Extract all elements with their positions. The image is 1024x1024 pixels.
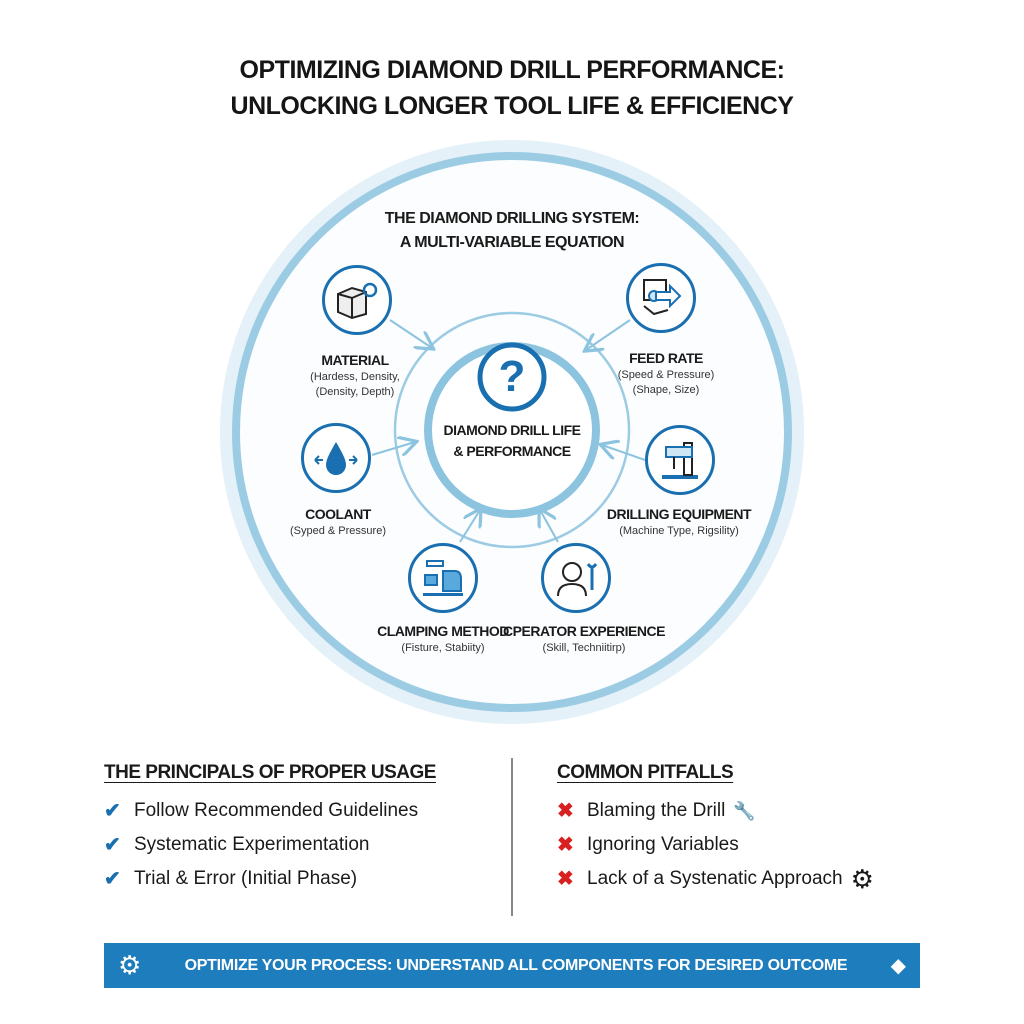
item-text: Ignoring Variables (587, 834, 739, 855)
item-text: Lack of a Systenatic Approach (587, 868, 843, 889)
material-cube-gear-icon (322, 265, 392, 335)
call-to-action-banner: ⚙ OPTIMIZE YOUR PROCESS: UNDERSTAND ALL … (104, 943, 920, 988)
system-line-1: THE DIAMOND DRILLING SYSTEM: (384, 210, 640, 227)
factor-material: MATERIAL (Hardess, Density, (Density, De… (245, 350, 465, 400)
gear-icon: ⚙ (118, 950, 142, 980)
factor-name: MATERIAL (321, 352, 389, 368)
pitfalls-heading-text: COMMON PITFALLS (557, 762, 734, 783)
pitfalls-section: COMMON PITFALLS ✖ Blaming the Drill 🔧 ✖ Ign… (557, 762, 937, 896)
center-line-1: DIAMOND DRILL LIFE (443, 422, 581, 438)
item-text: Follow Recommended Guidelines (134, 800, 419, 821)
list-item: ✔ Trial & Error (Initial Phase) (104, 862, 494, 896)
banner-text: OPTIMIZE YOUR PROCESS: UNDERSTAND ALL CO… (184, 956, 848, 974)
principles-heading-text: THE PRINCIPALS OF PROPER USAGE (104, 762, 436, 783)
arrows (371, 319, 646, 543)
list-item: ✔ Follow Recommended Guidelines (104, 794, 494, 828)
title-line-2: UNLOCKING LONGER TOOL LIFE & EFFICIENCY (230, 92, 794, 120)
diamond-icon: ◆ (890, 955, 906, 977)
list-item: ✔ Systematic Experimentation (104, 828, 494, 862)
water-drop-icon (301, 423, 371, 493)
factor-name: FEED RATE (629, 350, 703, 366)
section-divider (511, 758, 513, 916)
principles-heading: THE PRINCIPALS OF PROPER USAGE (104, 762, 494, 784)
item-text: Trial & Error (Initial Phase) (134, 868, 358, 889)
item-text: Systematic Experimentation (134, 834, 370, 855)
factor-name: DRILLING EQUIPMENT (606, 506, 752, 522)
pitfalls-heading: COMMON PITFALLS (557, 762, 937, 784)
check-icon: ✔ (104, 868, 121, 890)
middle-ring (393, 311, 631, 549)
center-label: DIAMOND DRILL LIFE & PERFORMANCE (412, 420, 612, 462)
drill-bit-icon: 🔧 (733, 801, 756, 821)
question-mark-icon: ? (498, 352, 526, 401)
factor-detail: (Density, Depth) (315, 386, 395, 398)
cross-icon: ✖ (557, 800, 574, 822)
factor-detail: (Speed & Pressure) (617, 369, 715, 381)
factor-feed-rate: FEED RATE (Speed & Pressure) (Shape, Siz… (556, 348, 776, 398)
item-text: Blaming the Drill (587, 800, 726, 821)
factor-drilling-equipment: DRILLING EQUIPMENT (Machine Type, Rigsil… (569, 504, 789, 539)
factor-detail: (Machine Type, Rigsility) (619, 525, 739, 537)
factor-coolant: COOLANT (Syped & Pressure) (228, 504, 448, 539)
factor-clamping-method: CLAMPING METHOD (Fisture, Stabiity) (333, 621, 553, 656)
check-icon: ✔ (104, 834, 121, 856)
operator-wrench-icon (541, 543, 611, 613)
question-mark-circle (477, 342, 547, 412)
factor-detail: (Syped & Pressure) (290, 525, 386, 537)
factor-detail: (Hardess, Density, (310, 371, 400, 383)
drill-press-icon (645, 425, 715, 495)
center-line-2: & PERFORMANCE (453, 443, 571, 459)
system-subtitle: THE DIAMOND DRILLING SYSTEM: A MULTI-VAR… (0, 207, 1024, 255)
factor-detail: (Fisture, Stabiity) (401, 642, 485, 654)
gear-icon: ⚙ (850, 864, 874, 894)
title-line-1: OPTIMIZING DIAMOND DRILL PERFORMANCE: (239, 56, 785, 84)
cross-icon: ✖ (557, 868, 574, 890)
factor-detail: (Skill, Techniitirp) (542, 642, 626, 654)
factor-name: CPERATOR EXPERIENCE (503, 623, 665, 639)
list-item: ✖ Ignoring Variables (557, 828, 937, 862)
factor-operator-experience: CPERATOR EXPERIENCE (Skill, Techniitirp) (474, 621, 694, 656)
system-line-2: A MULTI-VARIABLE EQUATION (399, 234, 625, 251)
list-item: ✖ Blaming the Drill 🔧 (557, 794, 937, 828)
factor-detail: (Shape, Size) (632, 384, 700, 396)
check-icon: ✔ (104, 800, 121, 822)
factor-name: CLAMPING METHOD (377, 623, 509, 639)
factor-name: COOLANT (305, 506, 371, 522)
feed-rate-arrow-icon (626, 263, 696, 333)
page-title: OPTIMIZING DIAMOND DRILL PERFORMANCE: UN… (0, 52, 1024, 124)
clamp-vise-icon (408, 543, 478, 613)
list-item: ✖ Lack of a Systenatic Approach ⚙ (557, 862, 937, 896)
principles-section: THE PRINCIPALS OF PROPER USAGE ✔ Follow R… (104, 762, 494, 896)
cross-icon: ✖ (557, 834, 574, 856)
